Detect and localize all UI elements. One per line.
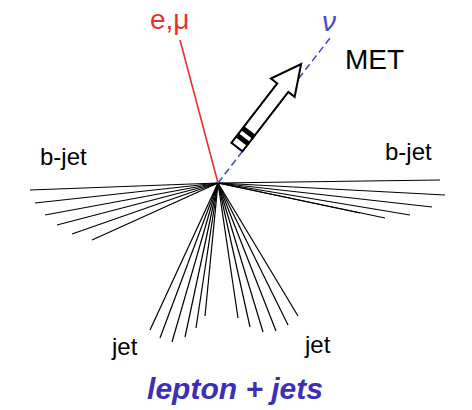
- met-arrow: [225, 55, 313, 156]
- jet-label: jet: [305, 333, 330, 357]
- met-label: MET: [345, 46, 404, 74]
- bjet-label: b-jet: [40, 145, 87, 169]
- lepton-line: [180, 40, 218, 183]
- neutrino-label: ν: [322, 8, 336, 36]
- jet-lines: [30, 180, 445, 342]
- jet-label: jet: [112, 335, 137, 359]
- lepton-label: e,μ: [150, 6, 189, 34]
- neutrino-line: [218, 38, 330, 183]
- caption: lepton + jets: [147, 374, 323, 404]
- bjet-label: b-jet: [385, 140, 432, 164]
